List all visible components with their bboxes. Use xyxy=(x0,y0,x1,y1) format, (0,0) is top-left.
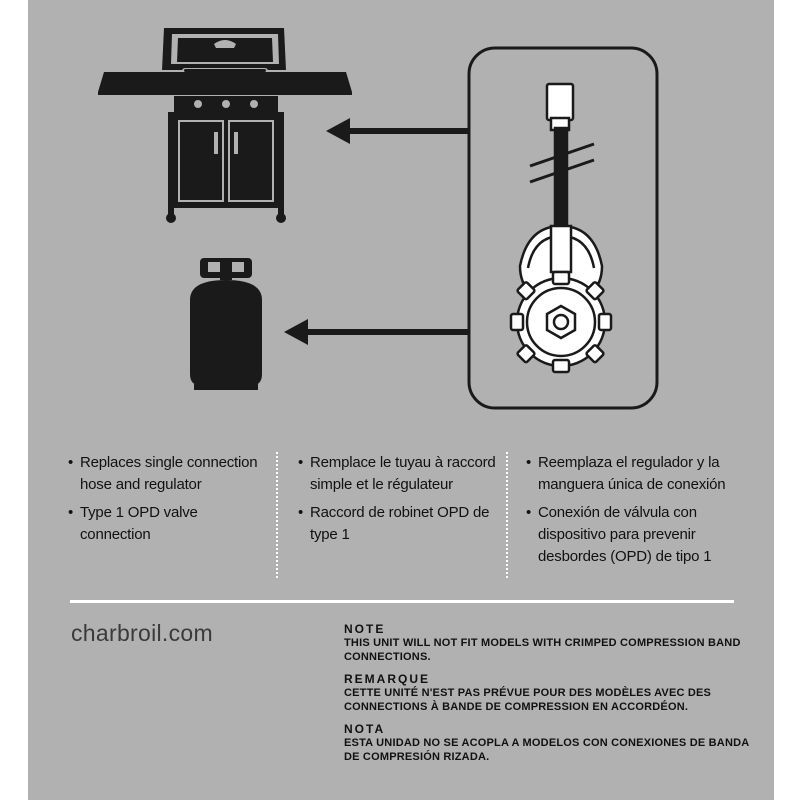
feature-columns: Replaces single connection hose and regu… xyxy=(68,452,748,582)
website-url: charbroil.com xyxy=(71,620,213,646)
column-divider xyxy=(506,452,508,578)
note-heading-es: NOTA xyxy=(344,722,386,736)
note-text-en: THIS UNIT WILL NOT FIT MODELS WITH CRIMP… xyxy=(344,637,741,663)
feature-bullet: Replaces single connection hose and regu… xyxy=(68,452,268,496)
features-spanish: Reemplaza el regulador y la manguera úni… xyxy=(526,452,746,578)
product-info-panel: Replaces single connection hose and regu… xyxy=(28,0,774,800)
hose-regulator-icon xyxy=(509,82,613,374)
illustration-svg xyxy=(98,28,659,410)
features-french: Remplace le tuyau à raccord simple et le… xyxy=(298,452,498,578)
feature-bullet: Remplace le tuyau à raccord simple et le… xyxy=(298,452,498,496)
feature-bullet: Raccord de robinet OPD de type 1 xyxy=(298,502,498,546)
feature-bullet: Reemplaza el regulador y la manguera úni… xyxy=(526,452,746,496)
features-english: Replaces single connection hose and regu… xyxy=(68,452,268,578)
feature-bullet: Type 1 OPD valve connection xyxy=(68,502,268,546)
feature-bullet: Conexión de válvula con dispositivo para… xyxy=(526,502,746,568)
column-divider xyxy=(276,452,278,578)
note-text-fr: CETTE UNITÉ N'EST PAS PRÉVUE POUR DES MO… xyxy=(344,687,712,713)
note-text-es: ESTA UNIDAD NO SE ACOPLA A MODELOS CON C… xyxy=(344,737,749,763)
horizontal-divider xyxy=(70,600,734,603)
note-heading-fr: REMARQUE xyxy=(344,672,431,686)
propane-tank-icon xyxy=(190,258,262,390)
arrow-to-tank-icon xyxy=(284,319,468,345)
arrow-to-grill-icon xyxy=(326,118,468,144)
note-heading-en: NOTE xyxy=(344,622,386,636)
illustration-area xyxy=(28,0,774,430)
gas-grill-icon xyxy=(98,28,352,223)
regulator-box xyxy=(467,46,659,410)
notes-block: NOTE THIS UNIT WILL NOT FIT MODELS WITH … xyxy=(344,622,754,772)
